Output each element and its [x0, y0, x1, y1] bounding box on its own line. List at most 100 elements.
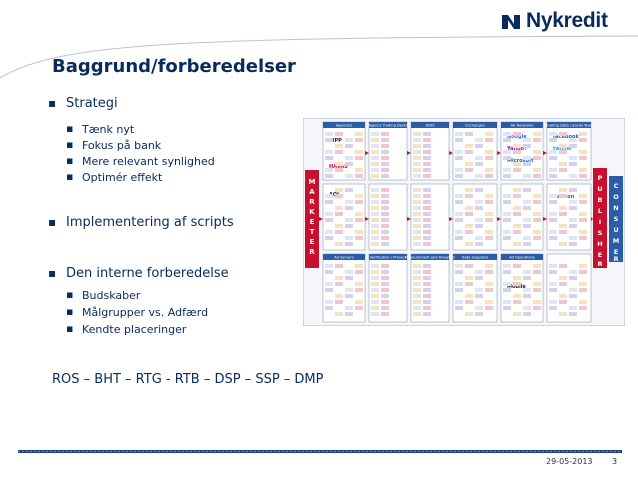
logo-tile — [523, 270, 531, 274]
logo-tile — [485, 282, 493, 286]
logo-tile — [423, 276, 431, 280]
logo-tile — [559, 206, 567, 210]
logo-tile — [569, 236, 577, 240]
logo-tile — [355, 132, 363, 136]
logo-tile — [475, 294, 483, 298]
logo-tile — [335, 242, 343, 246]
logo-tile — [413, 138, 421, 142]
logo-tile — [413, 132, 421, 136]
logo-tile — [381, 288, 389, 292]
logo-tile — [549, 288, 557, 292]
logo-tile — [579, 212, 587, 216]
logo-tile — [413, 264, 421, 268]
logo-tile — [569, 306, 577, 310]
logo-tile — [513, 168, 521, 172]
logo-tile — [559, 300, 567, 304]
logo-tile — [325, 212, 333, 216]
logo-tile — [475, 206, 483, 210]
logo-tile — [423, 294, 431, 298]
svg-text:Data Suppliers: Data Suppliers — [462, 256, 489, 260]
logo-tile — [455, 230, 463, 234]
logo-tile — [523, 276, 531, 280]
logo-tile — [335, 230, 343, 234]
logo-tile — [455, 270, 463, 274]
logo-tile — [579, 282, 587, 286]
logo-tile — [413, 150, 421, 154]
logo-tile — [559, 194, 567, 198]
footer-divider — [18, 450, 622, 453]
logo-tile — [355, 270, 363, 274]
logo-tile — [503, 300, 511, 304]
logo-tile — [455, 288, 463, 292]
logo-tile — [523, 144, 531, 148]
logo-tile — [335, 224, 343, 228]
logo-tile — [345, 294, 353, 298]
logo-tile — [513, 294, 521, 298]
logo-tile — [523, 138, 531, 142]
svg-text:Verification / Privacy: Verification / Privacy — [370, 256, 408, 260]
consumer-band — [609, 176, 623, 262]
logo-tile — [345, 270, 353, 274]
logo-tile — [423, 230, 431, 234]
logo-tile — [503, 168, 511, 172]
logo-tile — [465, 212, 473, 216]
logo-tile — [371, 162, 379, 166]
logo-tile — [485, 218, 493, 222]
logo-tile — [325, 300, 333, 304]
logo-tile — [423, 150, 431, 154]
logo-tile — [325, 200, 333, 204]
logo-tile — [465, 194, 473, 198]
logo-tile — [549, 282, 557, 286]
logo-tile — [503, 174, 511, 178]
svg-text:Ad Operations: Ad Operations — [509, 256, 535, 260]
logo-tile — [465, 168, 473, 172]
logo-tile — [513, 162, 521, 166]
logo-tile — [579, 236, 587, 240]
logo-tile — [465, 282, 473, 286]
logo-tile — [371, 138, 379, 142]
list-item: Budskaber — [66, 288, 141, 302]
svg-text:S: S — [598, 229, 603, 237]
logo-tile — [579, 138, 587, 142]
section-implementering: Implementering af scripts — [48, 215, 234, 230]
logo-tile — [335, 212, 343, 216]
logo-tile — [455, 236, 463, 240]
logo-tile — [371, 168, 379, 172]
logo-tile — [569, 162, 577, 166]
logo-tile — [523, 188, 531, 192]
logo-tile — [579, 150, 587, 154]
svg-text:E: E — [310, 238, 315, 246]
logo-tile — [533, 168, 541, 172]
logo-tile — [533, 306, 541, 310]
svg-text:Sharing Data / Social Tools: Sharing Data / Social Tools — [545, 124, 593, 128]
logo-tile — [533, 236, 541, 240]
logo-tile — [523, 218, 531, 222]
list-item: Kendte placeringer — [66, 322, 186, 336]
logo-tile — [371, 294, 379, 298]
logo-tile — [503, 264, 511, 268]
logo-tile — [355, 236, 363, 240]
logo-tile — [455, 132, 463, 136]
logo-tile — [503, 270, 511, 274]
logo-tile — [335, 150, 343, 154]
logo-tile — [413, 174, 421, 178]
logo-tile — [475, 188, 483, 192]
logo-tile — [559, 162, 567, 166]
logo-tile — [355, 218, 363, 222]
logo-tile — [513, 300, 521, 304]
logo-tile — [559, 212, 567, 216]
list-item: Optimér effekt — [66, 170, 162, 184]
logo-tile — [381, 300, 389, 304]
logo-tile — [371, 300, 379, 304]
logo-tile — [325, 288, 333, 292]
section-intern: Den interne forberedelse — [48, 266, 229, 281]
logo-tile — [503, 156, 511, 160]
logo-tile — [371, 200, 379, 204]
list-item: Mere relevant synlighed — [66, 154, 215, 168]
logo-tile — [413, 156, 421, 160]
logo-tile — [559, 150, 567, 154]
logo-tile — [325, 218, 333, 222]
logo-tile — [513, 276, 521, 280]
logo-tile — [533, 200, 541, 204]
